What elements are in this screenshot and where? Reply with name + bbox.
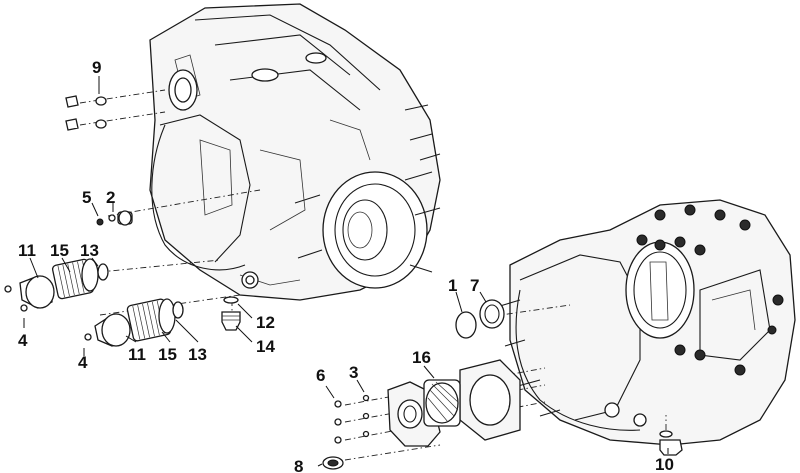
callout-6: 6: [316, 366, 325, 385]
callout-10: 10: [655, 455, 674, 473]
callout-14: 14: [256, 337, 275, 356]
part-12-and-14: [221, 296, 241, 331]
part-5-and-2: [96, 210, 133, 226]
callout-numbers: 9 5 2 11 15 13 4 4 11 15 13 12 14 1 7 6 …: [18, 58, 674, 473]
callout-8: 8: [294, 457, 303, 473]
part-9-bolts: [65, 95, 107, 131]
left-crankcase: [149, 3, 441, 301]
callout-11a: 11: [18, 241, 36, 260]
callout-4a: 4: [18, 331, 28, 350]
part-16-bearing: [423, 359, 521, 441]
callout-9: 9: [92, 58, 101, 77]
part-1-and-7: [455, 299, 505, 339]
callout-7: 7: [470, 276, 479, 295]
right-crankcase-cover: [499, 199, 796, 446]
callout-16: 16: [412, 348, 431, 367]
callout-11b: 11: [128, 345, 146, 364]
callout-4b: 4: [78, 353, 88, 372]
callout-15a: 15: [50, 241, 69, 260]
callout-12: 12: [256, 313, 275, 332]
callout-2: 2: [106, 188, 115, 207]
part-10-plug: [659, 430, 683, 456]
callout-13b: 13: [188, 345, 207, 364]
callout-1: 1: [448, 276, 457, 295]
callout-5: 5: [82, 188, 91, 207]
upper-filter-group: [4, 258, 109, 309]
callout-15b: 15: [158, 345, 177, 364]
lower-filter-group: [20, 298, 184, 347]
callout-3: 3: [349, 363, 358, 382]
callout-13a: 13: [80, 241, 99, 260]
leader-lines: [23, 76, 669, 467]
lower-flange-group: [322, 381, 441, 470]
